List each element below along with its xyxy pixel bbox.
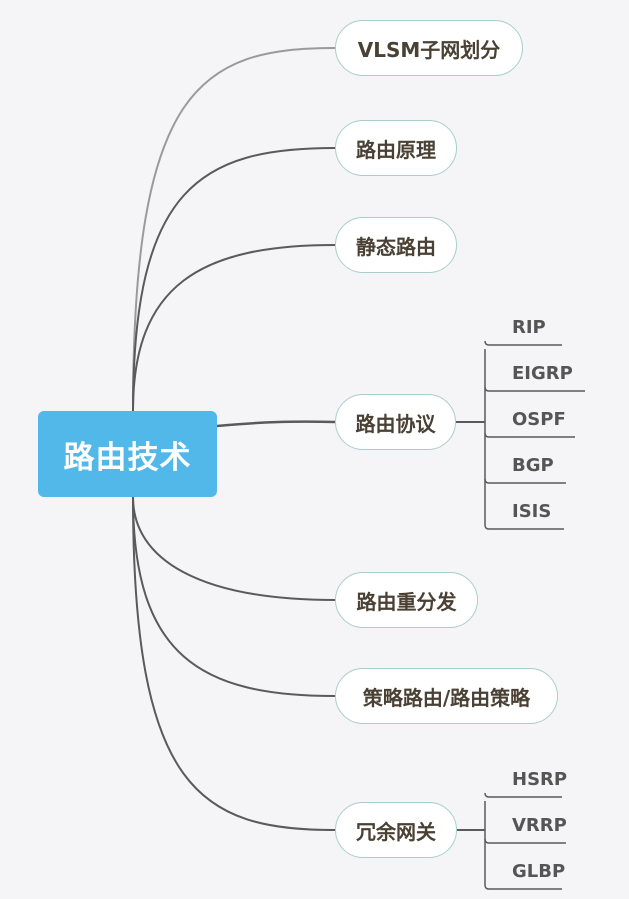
leaf-underline	[484, 432, 575, 438]
leaf-underline	[484, 792, 562, 798]
leaf-underline	[484, 838, 566, 844]
connector-4	[132, 496, 336, 601]
leaf-ospf[interactable]: OSPF	[512, 409, 566, 430]
branch-node-static-routing[interactable]: 静态路由	[335, 217, 457, 273]
leaf-eigrp[interactable]: EIGRP	[512, 363, 573, 384]
branch-node-policy-routing[interactable]: 策略路由/路由策略	[335, 668, 558, 724]
connector-0	[132, 47, 336, 412]
connector-5	[132, 496, 336, 697]
leaf-underline	[484, 340, 562, 346]
root-node[interactable]: 路由技术	[38, 411, 217, 497]
leaf-bgp[interactable]: BGP	[512, 455, 554, 476]
branch-node-redundant-gateway[interactable]: 冗余网关	[335, 802, 457, 858]
leaf-underline	[484, 524, 564, 530]
leaf-glbp[interactable]: GLBP	[512, 861, 566, 882]
branch-node-routing-protocols[interactable]: 路由协议	[335, 394, 456, 450]
connector-2	[132, 244, 336, 412]
branch-node-redistribution[interactable]: 路由重分发	[335, 572, 478, 628]
leaf-rip[interactable]: RIP	[512, 317, 546, 338]
leaf-underline	[484, 478, 566, 484]
leaf-underline	[484, 386, 585, 392]
branch-node-routing-principle[interactable]: 路由原理	[335, 120, 457, 176]
leaf-hsrp[interactable]: HSRP	[512, 769, 568, 790]
connector-6	[132, 496, 336, 831]
leaf-isis[interactable]: ISIS	[512, 501, 552, 522]
connector-1	[132, 147, 336, 412]
branch-node-vlsm[interactable]: VLSM子网划分	[335, 20, 523, 76]
connector-3	[216, 420, 336, 428]
leaf-vrrp[interactable]: VRRP	[512, 815, 567, 836]
leaf-underline	[484, 884, 562, 890]
